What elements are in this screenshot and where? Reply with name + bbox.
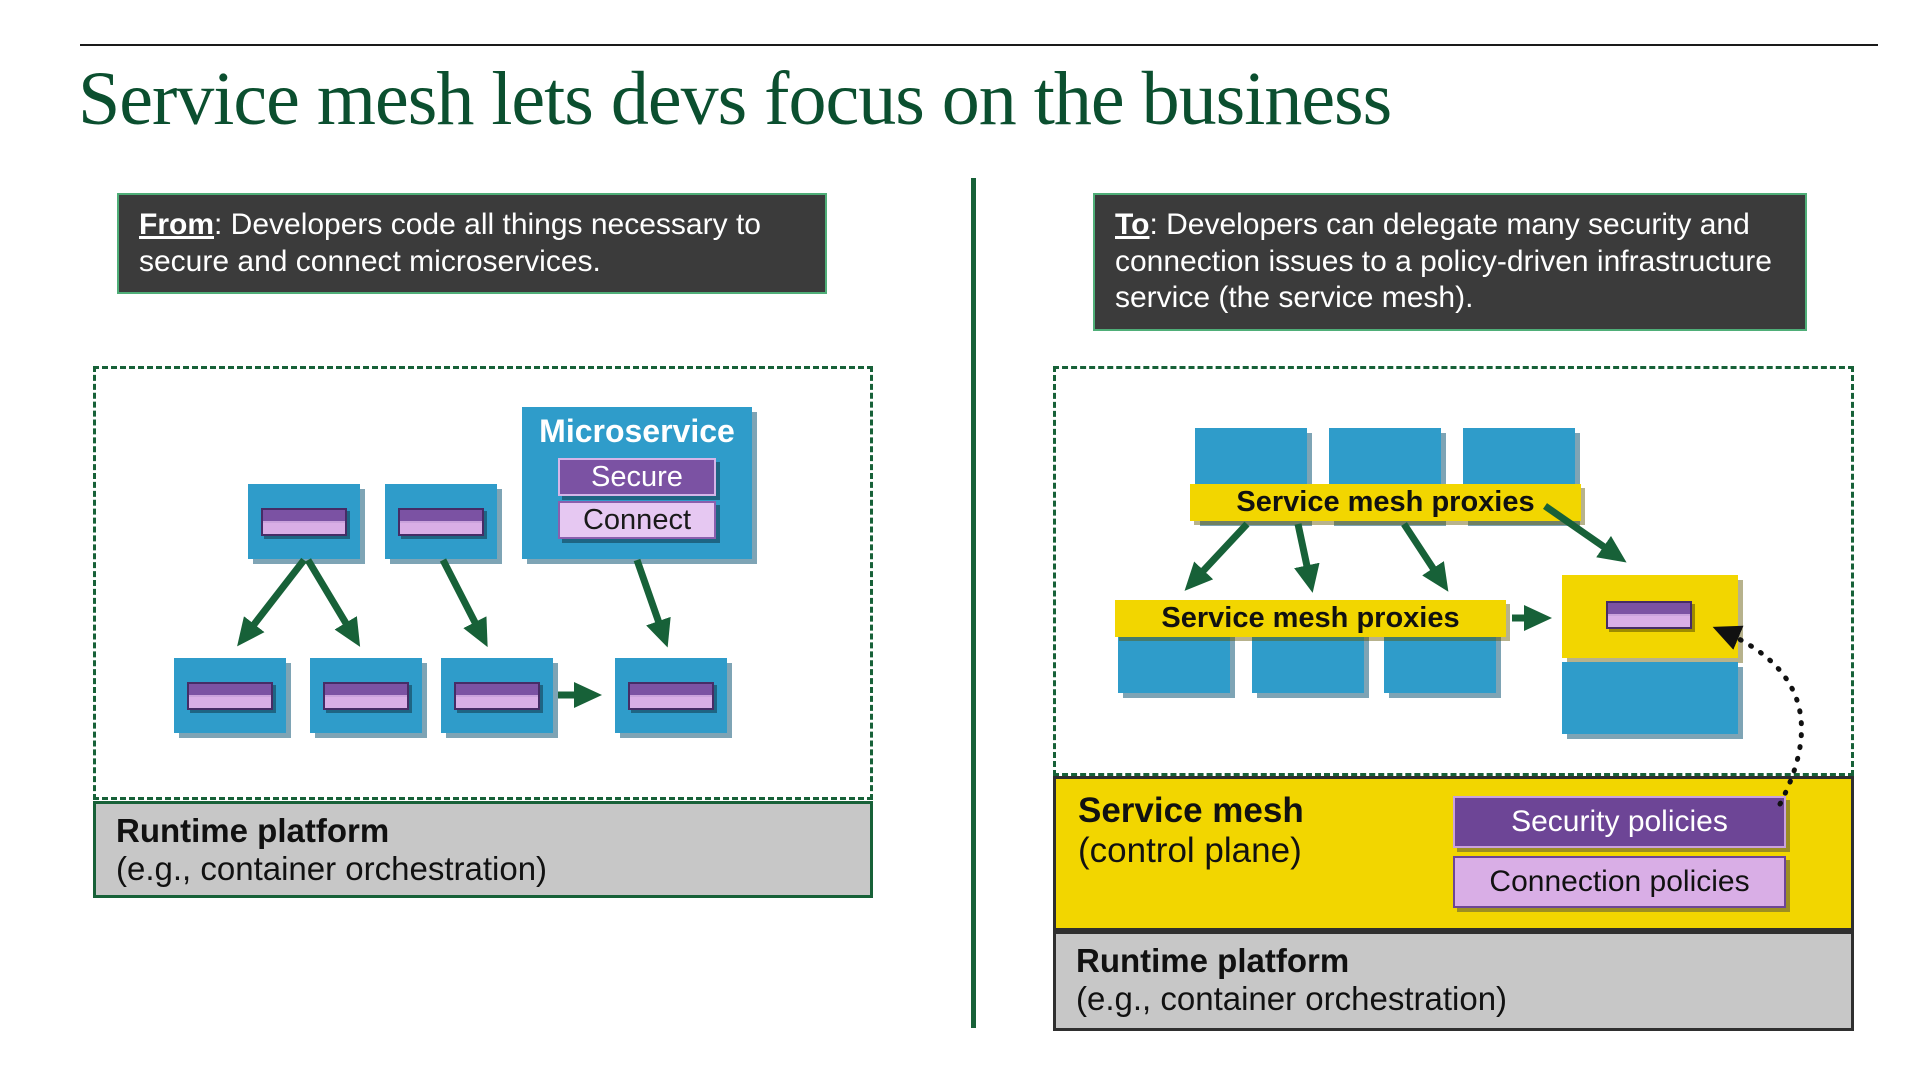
- connection-policies-bar: Connection policies: [1453, 856, 1786, 908]
- service-box: [615, 658, 727, 733]
- service-box: [174, 658, 286, 733]
- app-pill: [323, 681, 409, 710]
- service-box: [441, 658, 553, 733]
- proxy-bar-mid: Service mesh proxies: [1115, 600, 1506, 637]
- right-diagram-boundary: [1053, 366, 1854, 776]
- runtime-title: Runtime platform: [116, 812, 390, 849]
- top-rule: [80, 44, 1878, 46]
- pill-top-segment: [189, 683, 271, 697]
- pill-top-segment: [630, 683, 712, 697]
- pill-bottom-segment: [325, 696, 407, 708]
- from-callout: From: Developers code all things necessa…: [117, 193, 827, 295]
- service-box: [310, 658, 422, 733]
- pill-top-segment: [263, 509, 345, 523]
- runtime-subtitle: (e.g., container orchestration): [1076, 980, 1508, 1017]
- service-box: [248, 484, 360, 559]
- policies-pill: [1606, 601, 1692, 629]
- pill-bottom-segment: [189, 696, 271, 708]
- service-box: [385, 484, 497, 559]
- pill-bottom-segment: [263, 522, 345, 534]
- to-callout: To: Developers can delegate many securit…: [1093, 193, 1807, 331]
- runtime-title: Runtime platform: [1076, 942, 1350, 979]
- app-pill: [454, 681, 540, 710]
- service-box: [1562, 662, 1738, 734]
- pill-top-segment: [456, 683, 538, 697]
- to-callout-lead: To: [1115, 208, 1150, 241]
- app-pill: [628, 681, 714, 710]
- left-runtime-platform: Runtime platform (e.g., container orches…: [93, 801, 873, 898]
- security-policies-bar: Security policies: [1453, 796, 1786, 848]
- right-runtime-platform: Runtime platform (e.g., container orches…: [1053, 931, 1854, 1031]
- control-plane-subtitle: (control plane): [1078, 831, 1302, 870]
- secure-bar: Secure: [558, 458, 716, 496]
- app-pill: [398, 507, 484, 536]
- proxy-bar-top: Service mesh proxies: [1190, 484, 1581, 521]
- runtime-subtitle: (e.g., container orchestration): [116, 850, 548, 887]
- column-divider: [971, 178, 976, 1028]
- pill-top-segment: [400, 509, 482, 523]
- from-callout-lead: From: [139, 208, 214, 241]
- app-pill: [261, 507, 347, 536]
- microservice-label: Microservice: [539, 413, 735, 449]
- pill-bottom-segment: [456, 696, 538, 708]
- microservice-box: Microservice Secure Connect: [522, 407, 752, 559]
- page-title: Service mesh lets devs focus on the busi…: [78, 57, 1392, 141]
- pill-bottom-segment: [630, 696, 712, 708]
- to-callout-text: : Developers can delegate many security …: [1115, 208, 1772, 315]
- pill-bottom-segment: [400, 522, 482, 534]
- pill-bottom-segment: [1608, 616, 1690, 627]
- control-plane-title: Service mesh: [1078, 791, 1304, 830]
- pill-top-segment: [1608, 603, 1690, 616]
- app-pill: [187, 681, 273, 710]
- from-callout-text: : Developers code all things necessary t…: [139, 208, 761, 278]
- pill-top-segment: [325, 683, 407, 697]
- connect-bar: Connect: [558, 501, 716, 539]
- left-diagram-boundary: [93, 366, 873, 800]
